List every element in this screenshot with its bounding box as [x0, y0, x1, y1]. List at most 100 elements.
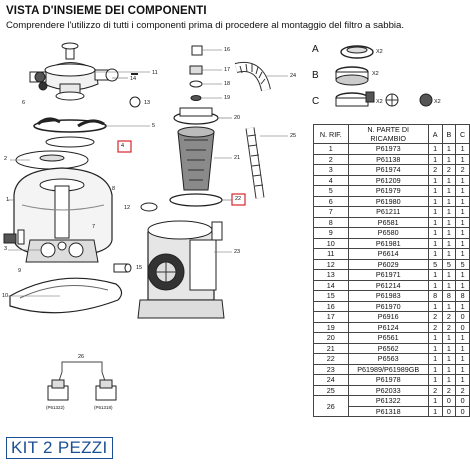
table-cell: 1	[455, 227, 470, 239]
highlight-box-4	[117, 140, 132, 153]
callout-20: 20	[234, 115, 241, 121]
table-cell: 1	[455, 206, 470, 218]
table-cell: 1	[427, 206, 443, 218]
header-rif: N. RIF.	[313, 124, 349, 144]
option-b-qty: X2	[372, 71, 379, 77]
table-cell: 1	[427, 332, 443, 344]
callout-7: 7	[92, 224, 96, 230]
pump-motor	[137, 220, 225, 319]
table-cell: 1	[441, 342, 457, 354]
table-cell: 5	[441, 258, 457, 270]
table-cell: 1	[441, 216, 457, 228]
table-cell: P61209	[347, 174, 429, 186]
table-cell: P61971	[347, 269, 429, 281]
tank-top	[15, 150, 89, 170]
table-cell: 2	[441, 384, 457, 396]
option-c-qty-2: X2	[434, 99, 441, 105]
table-cell: 19	[313, 321, 349, 333]
option-c-parts	[335, 91, 433, 107]
table-cell: P61970	[347, 300, 429, 312]
table-cell: P6029	[347, 258, 429, 270]
callout-25: 25	[290, 133, 297, 139]
option-c-qty-1: X2	[376, 99, 383, 105]
table-cell: 6	[313, 195, 349, 207]
table-cell: 1	[441, 353, 457, 365]
table-cell: P61322	[347, 395, 429, 407]
table-cell: 1	[455, 300, 470, 312]
table-cell: 2	[427, 384, 443, 396]
table-cell: 8	[427, 290, 443, 302]
table-cell: 2	[455, 164, 470, 176]
inset-26	[47, 361, 117, 401]
table-cell: 1	[441, 153, 457, 165]
table-cell: P6580	[347, 227, 429, 239]
option-b-ring	[335, 66, 369, 86]
table-cell: P61978	[347, 374, 429, 386]
table-cell: 1	[455, 342, 470, 354]
table-cell: 21	[313, 342, 349, 354]
table-cell: 1	[427, 279, 443, 291]
table-cell: 25	[313, 384, 349, 396]
table-cell: P6916	[347, 311, 429, 323]
table-cell: 1	[455, 216, 470, 228]
table-cell: 5	[427, 258, 443, 270]
table-cell: P61318	[347, 405, 429, 417]
table-cell: 12	[313, 258, 349, 270]
callout-19: 19	[224, 95, 231, 101]
table-cell: 14	[313, 279, 349, 291]
table-cell: 5	[313, 185, 349, 197]
callout-4: 4	[121, 143, 125, 149]
kit-label: KIT 2 PEZZI	[6, 437, 113, 459]
callout-21: 21	[234, 155, 241, 161]
callout-23: 23	[234, 249, 241, 255]
table-cell: 1	[455, 374, 470, 386]
table-cell: 1	[455, 269, 470, 281]
header-a: A	[427, 124, 443, 144]
table-cell: 1	[427, 269, 443, 281]
table-cell: P61138	[347, 153, 429, 165]
table-cell: P6581	[347, 216, 429, 228]
filter-tank	[3, 167, 113, 263]
table-cell: 1	[427, 153, 443, 165]
table-cell: 1	[427, 185, 443, 197]
header-b: B	[441, 124, 457, 144]
table-cell: P6563	[347, 353, 429, 365]
table-cell: 1	[441, 227, 457, 239]
valve-assembly	[29, 42, 119, 101]
table-cell: 0	[455, 395, 470, 407]
callout-12: 12	[124, 205, 131, 211]
option-a-letter: A	[312, 44, 319, 55]
table-cell: 1	[427, 227, 443, 239]
table-cell: 1	[441, 332, 457, 344]
table-cell: 20	[313, 332, 349, 344]
table-cell: 2	[441, 311, 457, 323]
table-cell: 1	[441, 237, 457, 249]
leader-lines	[8, 49, 288, 297]
callout-9: 9	[18, 268, 22, 274]
table-cell: 1	[427, 353, 443, 365]
table-cell: 16	[313, 300, 349, 312]
table-cell: 1	[427, 143, 443, 155]
table-cell: 8	[313, 216, 349, 228]
table-cell: 1	[427, 248, 443, 260]
table-cell: 1	[455, 363, 470, 375]
table-cell: 2	[455, 384, 470, 396]
callout-14: 14	[130, 76, 137, 82]
table-cell: 2	[427, 164, 443, 176]
table-cell: 0	[441, 405, 457, 417]
table-cell: 7	[313, 206, 349, 218]
table-cell: P62033	[347, 384, 429, 396]
callout-5: 5	[152, 123, 156, 129]
header-part: N. PARTE DI RICAMBIO	[347, 124, 429, 144]
callout-22: 22	[235, 196, 242, 202]
table-cell: 24	[313, 374, 349, 386]
